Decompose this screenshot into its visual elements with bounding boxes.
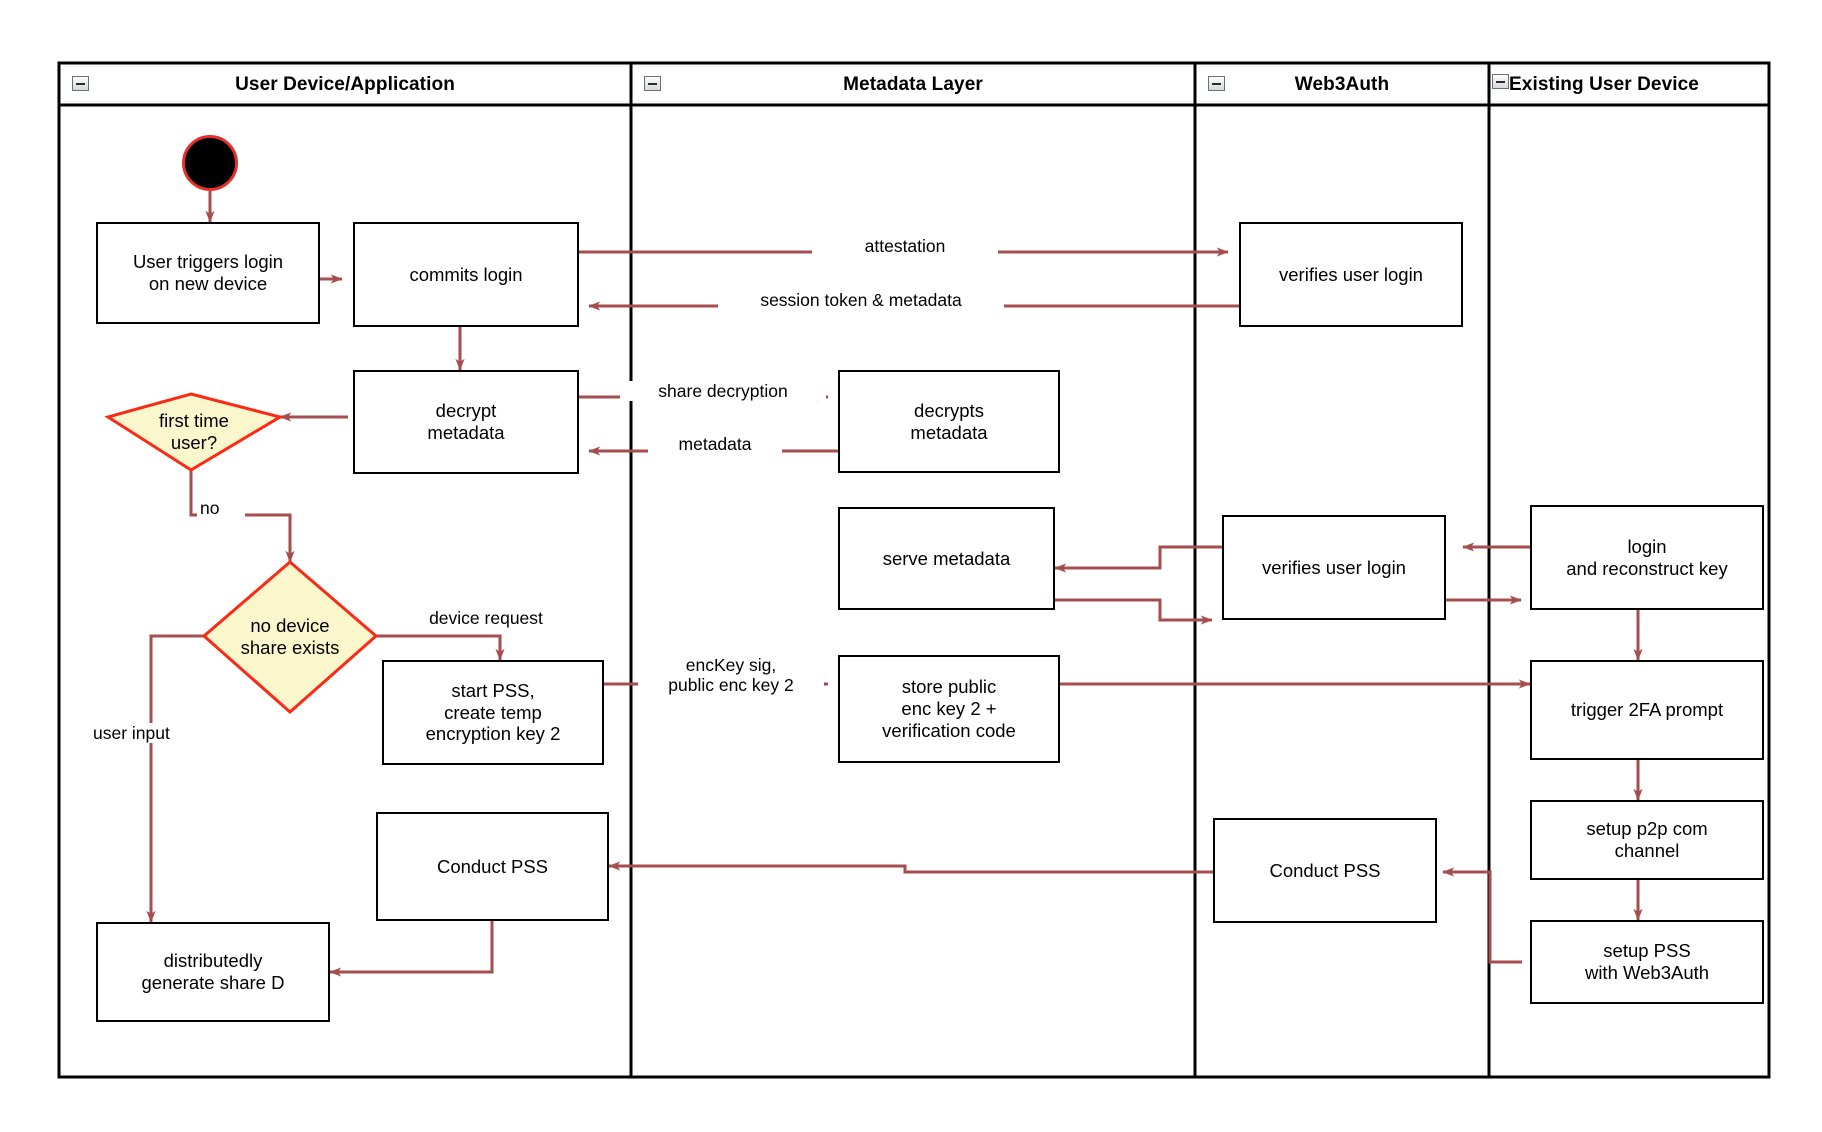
minus-icon-lane-metadata[interactable] [644, 76, 661, 91]
node-login-and-reconstruct-key[interactable]: login and reconstruct key [1530, 505, 1764, 610]
node-commits-login[interactable]: commits login [353, 222, 579, 327]
lane-header-existing-device: Existing User Device [1509, 65, 1767, 105]
edge-label-share-decryption: share decryption [620, 381, 826, 402]
minus-icon-lane-user-device[interactable] [72, 76, 89, 91]
node-start-pss-create-temp-key[interactable]: start PSS, create temp encryption key 2 [382, 660, 604, 765]
lane-header-metadata: Metadata Layer [633, 65, 1193, 105]
edge-label-device-request: device request [396, 608, 576, 629]
node-decrypt-metadata[interactable]: decrypt metadata [353, 370, 579, 474]
node-trigger-2fa-prompt[interactable]: trigger 2FA prompt [1530, 660, 1764, 760]
edge-label-no: no [197, 498, 245, 519]
node-decrypts-metadata[interactable]: decrypts metadata [838, 370, 1060, 473]
node-conduct-pss-user[interactable]: Conduct PSS [376, 812, 609, 921]
node-serve-metadata[interactable]: serve metadata [838, 507, 1055, 610]
initial-node[interactable] [182, 135, 238, 191]
edge-label-metadata: metadata [648, 434, 782, 455]
node-setup-pss-with-web3auth[interactable]: setup PSS with Web3Auth [1530, 920, 1764, 1004]
lane-header-user-device: User Device/Application [61, 65, 629, 105]
edge-label-enckey-sig: encKey sig, public enc key 2 [638, 655, 824, 696]
lane-title: Metadata Layer [843, 74, 983, 95]
node-verifies-user-login-1[interactable]: verifies user login [1239, 222, 1463, 327]
node-distributedly-generate-share-d[interactable]: distributedly generate share D [96, 922, 330, 1022]
lane-title: User Device/Application [235, 74, 455, 95]
minus-icon-lane-existing-device[interactable] [1492, 74, 1509, 89]
decision-no-device-share-exists[interactable]: no device share exists [240, 615, 340, 658]
node-user-triggers-login[interactable]: User triggers login on new device [96, 222, 320, 324]
decision-first-time-user[interactable]: first time user? [159, 410, 229, 453]
node-setup-p2p-channel[interactable]: setup p2p com channel [1530, 800, 1764, 880]
edge-label-user-input: user input [90, 723, 226, 744]
node-verifies-user-login-2[interactable]: verifies user login [1222, 515, 1446, 620]
edge-label-session-token: session token & metadata [718, 290, 1004, 311]
lane-header-web3auth: Web3Auth [1197, 65, 1487, 105]
node-conduct-pss-web3auth[interactable]: Conduct PSS [1213, 818, 1437, 923]
edge-label-attestation: attestation [812, 236, 998, 257]
node-store-public-enc-key[interactable]: store public enc key 2 + verification co… [838, 655, 1060, 763]
lane-title: Web3Auth [1294, 74, 1390, 95]
lane-title: Existing User Device [1509, 74, 1699, 95]
minus-icon-lane-web3auth[interactable] [1208, 76, 1225, 91]
